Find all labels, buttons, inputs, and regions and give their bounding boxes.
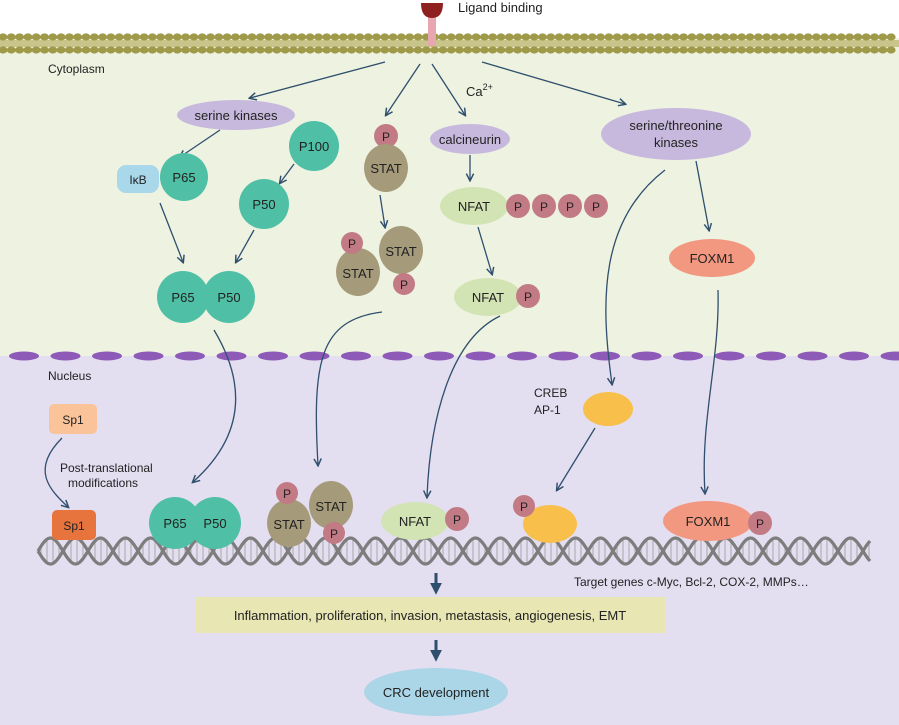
translocation-arrows: [193, 169, 719, 497]
sp1-label: Sp1: [62, 413, 84, 427]
ligand-receptor: [421, 3, 443, 46]
p65-nuclear-node: [149, 497, 201, 549]
serine-threonine-kinases-node: [601, 108, 751, 160]
nfat-label: NFAT: [458, 199, 490, 214]
ikb-label: IκB: [129, 173, 146, 187]
stat-dimer-label: STAT: [385, 244, 416, 259]
nfat-nuclear-node: [381, 502, 449, 540]
p50-complex-cytoplasm: [203, 271, 255, 323]
target-genes-label: Target genes c-Myc, Bcl-2, COX-2, MMPs…: [574, 575, 809, 589]
p50-nuclear-label: P50: [203, 516, 226, 531]
foxm1-nuclear-node: [663, 501, 753, 541]
sp1-node: [49, 404, 97, 434]
p50-cytoplasm-node: [239, 179, 289, 229]
sp1-modified-label: Sp1: [63, 519, 85, 533]
phospho-label: P: [524, 290, 532, 304]
p65-nuclear-label: P65: [163, 516, 186, 531]
calcium-label: Ca2+: [466, 82, 493, 99]
phospho-label: P: [756, 517, 764, 531]
stat-phospho: [374, 124, 398, 148]
stat-nuclear-label: STAT: [273, 517, 304, 532]
p50-nuclear-node: [189, 497, 241, 549]
nucleus-label: Nucleus: [48, 369, 91, 383]
calcineurin-label: calcineurin: [439, 132, 501, 147]
nfat-label: NFAT: [399, 514, 431, 529]
cell-membrane: [0, 33, 899, 54]
p65-cytoplasm-node: [160, 153, 208, 201]
phospho-label: P: [520, 500, 528, 514]
outcomes-box: [195, 597, 665, 633]
svg-text:P: P: [566, 200, 574, 214]
creb-label: CREB: [534, 386, 567, 400]
stat-monomer-node: [364, 144, 408, 192]
foxm1-label: FOXM1: [686, 514, 731, 529]
serine-kinases-node: [177, 100, 295, 130]
receptor-arrows: [250, 61, 625, 115]
creb-ap1-nuclear-node: [523, 505, 577, 543]
cytoplasm-label: Cytoplasm: [48, 62, 105, 76]
phospho-label: P: [283, 487, 291, 501]
nfat-label: NFAT: [472, 290, 504, 305]
ikb-node: [117, 165, 159, 193]
stat-dimer-label: STAT: [342, 266, 373, 281]
sp1-modified-node: [52, 510, 96, 540]
p65-complex-cytoplasm: [157, 271, 209, 323]
stat-nuclear-label: STAT: [315, 499, 346, 514]
ap1-label: AP-1: [534, 403, 561, 417]
svg-text:P: P: [514, 200, 522, 214]
phospho-label: P: [453, 513, 461, 527]
phospho-label: P: [348, 237, 356, 251]
crc-development-label: CRC development: [383, 685, 490, 700]
ligand-binding-label: Ligand binding: [458, 0, 543, 15]
foxm1-cytoplasm-node: [669, 239, 755, 277]
nfat-phospho-chain: P P P P: [506, 194, 608, 218]
nfat-cytoplasm-node: [454, 278, 522, 316]
phospho-label: P: [400, 278, 408, 292]
phospho-label: P: [382, 130, 390, 144]
p100-node: [289, 121, 339, 171]
serine-kinases-label: serine kinases: [194, 108, 278, 123]
ptm-label-2: modifications: [68, 476, 138, 490]
creb-ap1-node: [583, 392, 633, 426]
foxm1-label: FOXM1: [690, 251, 735, 266]
crc-development-node: [364, 668, 508, 716]
nfat-phosphorylated-node: [440, 187, 508, 225]
st-kinases-label-2: kinases: [654, 135, 699, 150]
p50-complex-label: P50: [217, 290, 240, 305]
ptm-label-1: Post-translational: [60, 461, 153, 475]
p65-complex-label: P65: [171, 290, 194, 305]
nuclear-envelope: [9, 351, 899, 361]
outcomes-label: Inflammation, proliferation, invasion, m…: [234, 608, 626, 623]
p100-label: P100: [299, 139, 329, 154]
calcineurin-node: [430, 124, 510, 154]
stat-monomer-label: STAT: [370, 161, 401, 176]
svg-text:P: P: [540, 200, 548, 214]
p65-cytoplasm-label: P65: [172, 170, 195, 185]
p50-cytoplasm-label: P50: [252, 197, 275, 212]
st-kinases-label-1: serine/threonine: [629, 118, 722, 133]
phospho-label: P: [330, 527, 338, 541]
svg-text:P: P: [592, 200, 600, 214]
